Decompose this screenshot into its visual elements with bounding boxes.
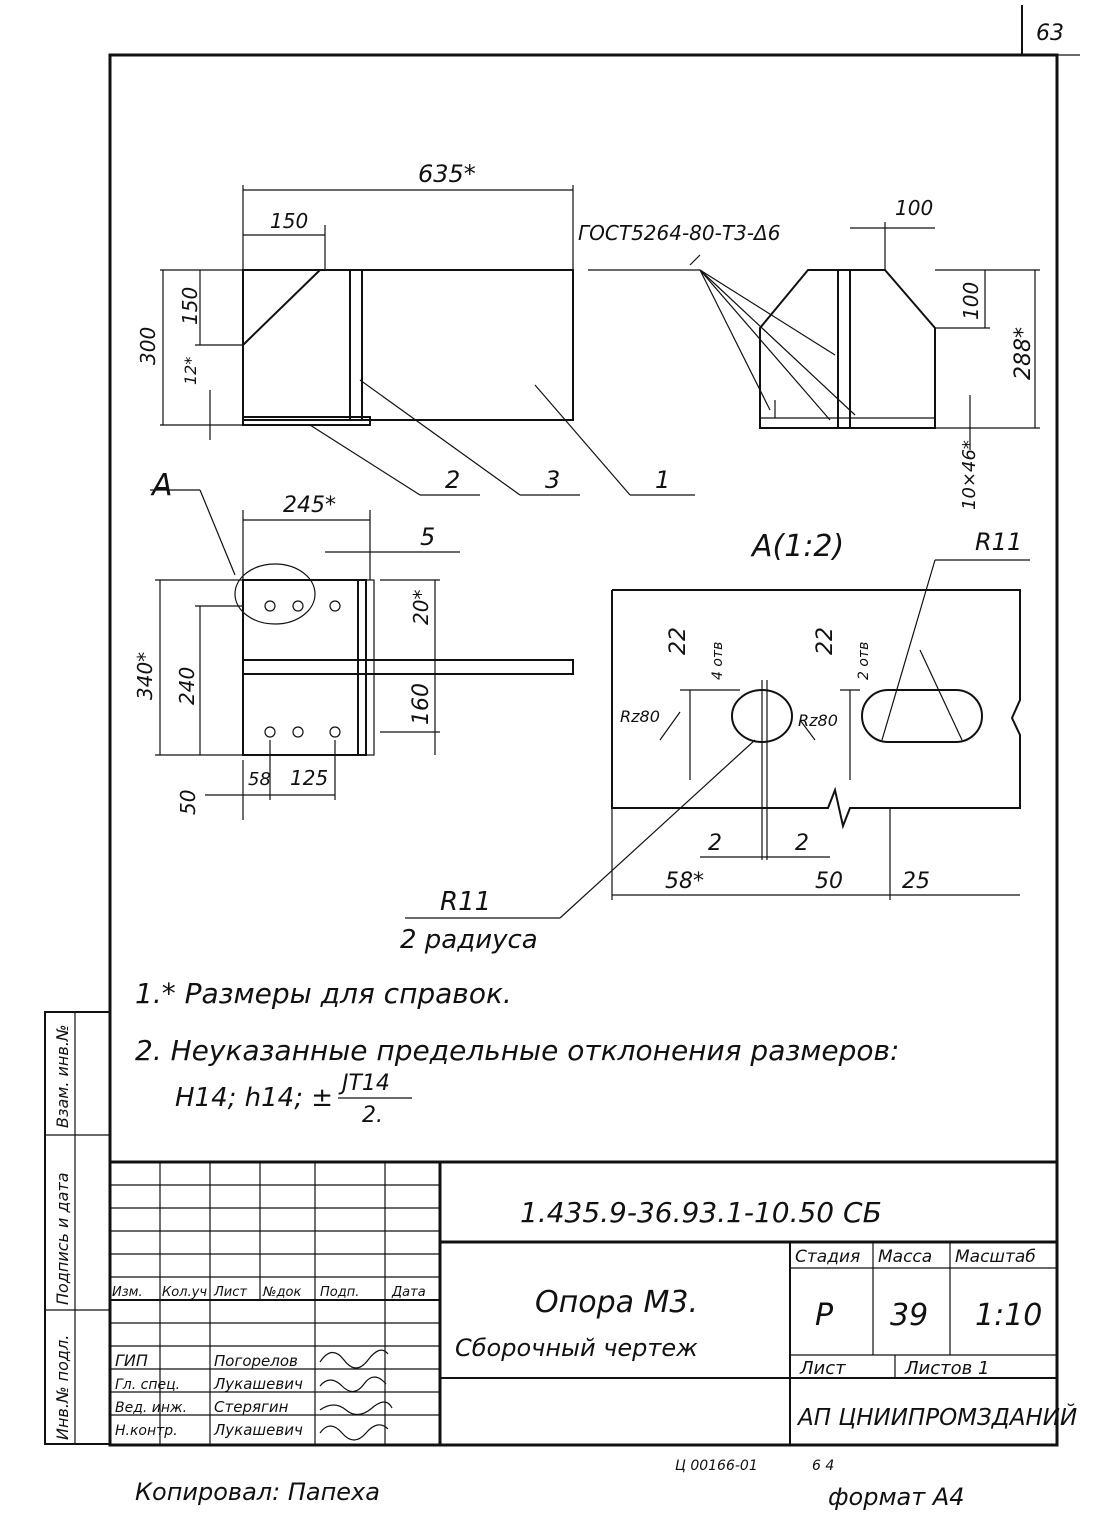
stamp-stage-header: Стадия: [795, 1247, 860, 1267]
role-lead-eng: Вед. инж.: [115, 1400, 187, 1416]
format-label: формат А4: [828, 1483, 965, 1511]
detail-dim-50: 50: [815, 869, 843, 894]
callout-2: 2: [445, 466, 460, 494]
title-block: [110, 1160, 1057, 1445]
role-chief-spec: Гл. спец.: [115, 1377, 180, 1393]
archive-code: Ц 00166-01: [675, 1458, 758, 1474]
stamp-header-koluch: Кол.уч: [162, 1285, 207, 1300]
plan-dim-160: 160: [409, 683, 434, 725]
archive-code-extra: 6 4: [812, 1458, 834, 1474]
stamp-header-izm: Изм.: [112, 1285, 143, 1300]
stamp-mass-header: Масса: [878, 1247, 932, 1267]
note-1: 1.* Размеры для справок.: [135, 977, 512, 1010]
detail-r11-top: R11: [975, 528, 1022, 556]
detail-rz-right: Rz80: [798, 711, 838, 730]
plan-dim-20: 20*: [409, 590, 433, 625]
note-fraction-bottom: 2.: [362, 1103, 383, 1128]
callout-3: 3: [545, 466, 560, 494]
note-fraction-top: JT14: [338, 1071, 390, 1096]
plan-dim-125: 125: [290, 766, 328, 790]
side-dim-right: 100: [959, 282, 983, 320]
detail-dim-25: 25: [902, 869, 930, 894]
plan-dim-inner: 240: [175, 667, 199, 705]
detail-r11-bottom: R11: [440, 887, 491, 917]
plan-dim-height: 340*: [133, 652, 157, 700]
detail-a-title: А(1:2): [750, 529, 844, 564]
front-dim-lower: 12*: [181, 357, 200, 385]
name-lead-eng: Стерягин: [214, 1398, 289, 1416]
detail-dim-2-right: 2: [795, 831, 809, 856]
plan-dim-width: 245*: [283, 493, 336, 518]
role-gip: ГИП: [115, 1351, 148, 1370]
name-chief-spec: Лукашевич: [213, 1375, 303, 1393]
detail-note-left: 4 отв: [710, 642, 726, 680]
detail-a-view: [405, 559, 1030, 919]
stamp-stage: Р: [815, 1298, 834, 1333]
role-norm-control: Н.контр.: [115, 1423, 178, 1439]
detail-dim-2-left: 2: [708, 831, 722, 856]
front-view: [160, 185, 695, 496]
detail-note-right: 2 отв: [856, 642, 872, 680]
callout-1: 1: [655, 466, 670, 494]
stamp-sheet-header: Лист: [799, 1358, 846, 1379]
detail-r11-note: 2 радиуса: [400, 925, 538, 955]
name-gip: Погорелов: [214, 1352, 298, 1370]
detail-dim-22-left: 22: [666, 627, 691, 655]
detail-rz-left: Rz80: [620, 707, 660, 726]
plan-dim-5: 5: [420, 523, 435, 551]
plan-dim-50: 50: [176, 790, 200, 815]
plan-dim-58: 58: [248, 769, 271, 790]
detail-mark-a: А: [150, 468, 173, 503]
sheet-frame: [108, 5, 1080, 1447]
drawing-title-1: Опора М3.: [535, 1285, 698, 1320]
side-dim-top: 100: [895, 196, 933, 220]
weld-note: ГОСТ5264-80-Т3-Δ6: [578, 221, 780, 245]
stamp-header-podp: Подп.: [320, 1285, 359, 1300]
side-strip: [44, 1011, 111, 1445]
stamp-scale: 1:10: [975, 1298, 1042, 1333]
front-dim-total: 635*: [418, 160, 476, 188]
stamp-mass: 39: [890, 1298, 928, 1333]
signatures: [319, 1349, 393, 1441]
note-2: 2. Неуказанные предельные отклонения раз…: [135, 1034, 899, 1067]
copied-by: Копировал: Папеха: [135, 1478, 380, 1506]
strip-label-signature: Подпись и дата: [53, 1172, 72, 1305]
plan-view: [150, 489, 574, 820]
stamp-header-data: Дата: [391, 1285, 426, 1300]
organization: АП ЦНИИПРОМЗДАНИЙ: [796, 1403, 1077, 1431]
doc-code: 1.435.9-36.93.1-10.50 СБ: [520, 1196, 882, 1229]
name-norm-control: Лукашевич: [213, 1421, 303, 1439]
side-view: [588, 222, 1040, 450]
stamp-header-list: Лист: [213, 1285, 247, 1300]
strip-label-replace: Взам. инв.№: [53, 1024, 72, 1128]
detail-dim-22-right: 22: [813, 627, 838, 655]
front-dim-top: 150: [270, 209, 308, 233]
drawing-title-2: Сборочный чертеж: [455, 1334, 698, 1362]
strip-label-inventory: Инв.№ подл.: [53, 1335, 72, 1440]
stamp-sheets-header: Листов 1: [904, 1358, 989, 1379]
side-dim-total: 288*: [1011, 327, 1036, 380]
page-number: 63: [1036, 21, 1064, 46]
stamp-scale-header: Масштаб: [955, 1247, 1036, 1267]
note-2-formula: H14; h14; ±: [175, 1083, 333, 1113]
front-dim-upper: 150: [178, 287, 202, 325]
side-dim-plate: 10×46*: [959, 440, 980, 510]
front-dim-height: 300: [136, 327, 160, 365]
stamp-header-ndoc: №док: [262, 1285, 301, 1300]
detail-dim-58: 58*: [665, 869, 704, 894]
